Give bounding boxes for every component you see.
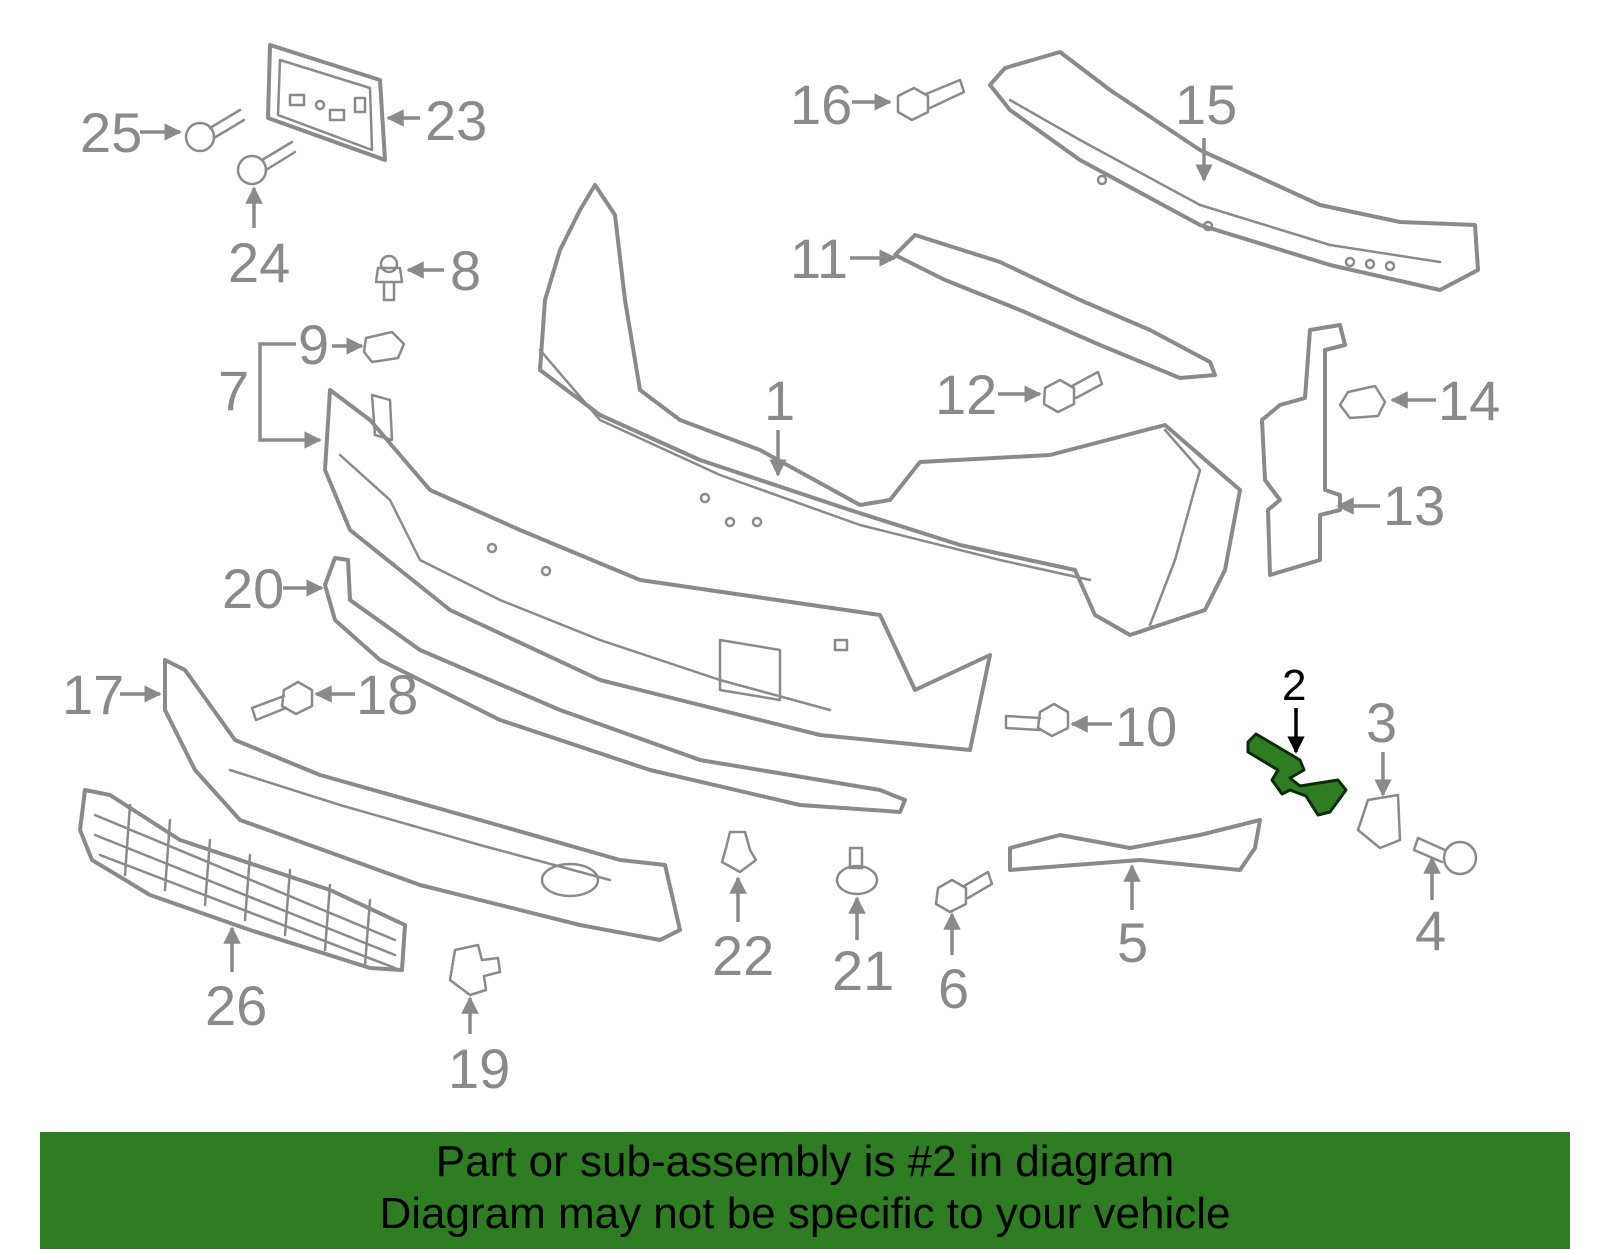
callout-25: 25: [80, 101, 142, 164]
callout-4: 4: [1415, 899, 1446, 962]
callout-labels: 25 23 24 8 9 7 16 15 11 1 12 14 13 20 17…: [62, 73, 1500, 1100]
callout-23: 23: [425, 89, 487, 152]
callout-5: 5: [1117, 911, 1148, 974]
callout-17: 17: [62, 663, 124, 726]
part-13-bracket: [1260, 323, 1347, 577]
part-7-lower-bumper: [323, 388, 992, 752]
banner-line-2: Diagram may not be specific to your vehi…: [379, 1189, 1231, 1238]
callout-20: 20: [222, 557, 284, 620]
part-2-highlighted-bracket: [1246, 732, 1348, 817]
callout-16: 16: [790, 73, 852, 136]
banner-line-1: Part or sub-assembly is #2 in diagram: [435, 1137, 1175, 1186]
callout-7: 7: [218, 359, 249, 422]
info-banner: Part or sub-assembly is #2 in diagram Di…: [40, 1132, 1570, 1249]
part-22-clip: [720, 830, 758, 874]
part-17-lower-frame: [163, 658, 682, 942]
callout-24: 24: [228, 231, 290, 294]
callout-6: 6: [938, 957, 969, 1020]
part-16-bolt: [896, 78, 966, 122]
callout-26: 26: [205, 974, 267, 1037]
part-12-bolt: [1042, 370, 1104, 414]
callout-8: 8: [450, 239, 481, 302]
part-4-screw: [1412, 836, 1478, 876]
part-20-strip: [323, 556, 907, 814]
part-5-bracket: [1008, 818, 1262, 872]
part-6-bolt: [934, 870, 994, 914]
callout-19: 19: [448, 1037, 510, 1100]
part-1-bumper-cover: [538, 183, 1242, 637]
part-23-license-bracket: [266, 43, 387, 162]
callout-3: 3: [1366, 691, 1397, 754]
part-24-screw: [236, 140, 297, 186]
part-11-absorber: [893, 233, 1217, 380]
callout-15: 15: [1175, 73, 1237, 136]
parts-diagram: 25 23 24 8 9 7 16 15 11 1 12 14 13 20 17…: [62, 43, 1500, 1100]
callout-11: 11: [790, 227, 848, 290]
callout-18: 18: [356, 663, 418, 726]
part-3-piece: [1356, 793, 1402, 850]
leaders: [120, 93, 1441, 1034]
part-10-bolt: [1004, 702, 1070, 738]
callout-10: 10: [1115, 695, 1177, 758]
callout-22: 22: [712, 924, 774, 987]
part-9-nut: [362, 330, 406, 364]
part-18-bolt: [250, 680, 314, 722]
part-25-screw: [184, 108, 246, 153]
part-14-clip: [1338, 384, 1387, 420]
callout-2-highlighted: 2: [1282, 661, 1306, 710]
callout-1: 1: [764, 369, 795, 432]
part-26-grille: [78, 788, 407, 972]
part-15-bumper-beam: [988, 50, 1480, 292]
part-21-clip: [835, 846, 879, 896]
callout-21: 21: [832, 939, 894, 1002]
callout-12: 12: [935, 363, 997, 426]
callout-13: 13: [1383, 474, 1445, 537]
callout-14: 14: [1438, 369, 1500, 432]
part-19-clip: [448, 943, 502, 997]
part-8-clip: [374, 254, 404, 302]
callout-9: 9: [298, 313, 329, 376]
